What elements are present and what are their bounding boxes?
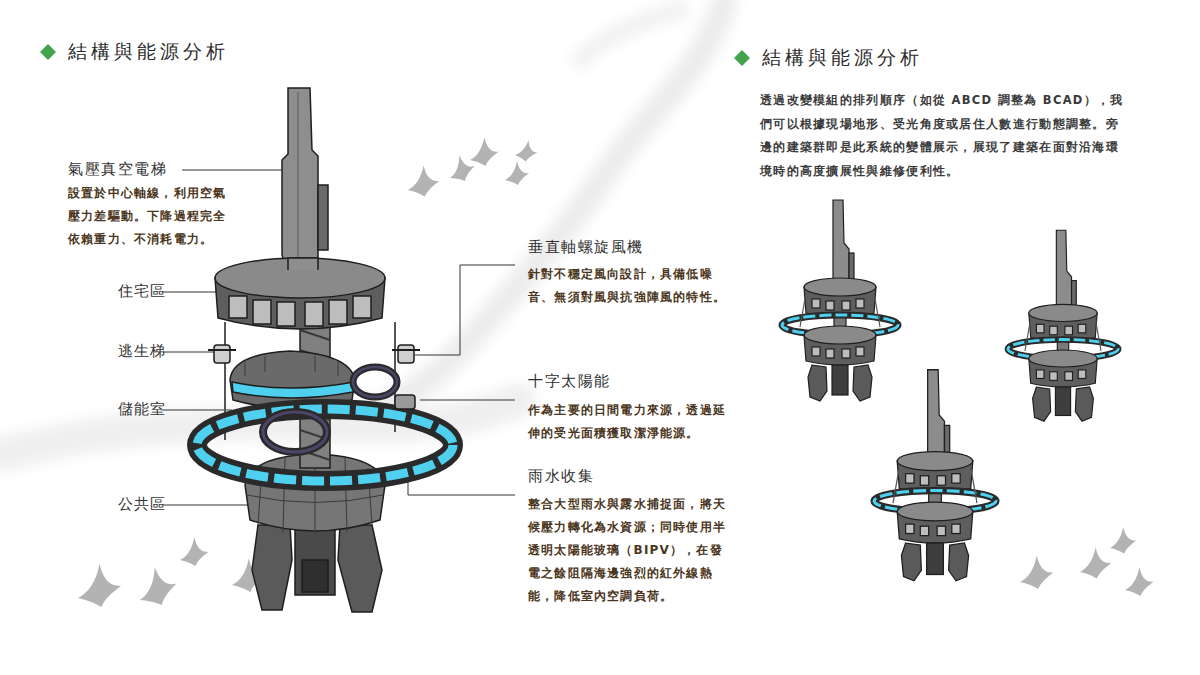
tower-illustration-part bbox=[252, 525, 292, 610]
title-marker-part bbox=[734, 50, 750, 66]
leader-line-part bbox=[420, 400, 515, 401]
tower-illustration-part bbox=[263, 412, 327, 452]
tower-illustration-part bbox=[318, 185, 328, 250]
tower-illustration-part bbox=[232, 382, 354, 398]
part-label: 住宅區 bbox=[118, 282, 166, 301]
bird-flock-part bbox=[78, 564, 121, 607]
variant-towers-part bbox=[1008, 230, 1118, 421]
variant-towers-part bbox=[874, 370, 996, 581]
bird-flock-part bbox=[1110, 527, 1136, 553]
section-title: 結構與能源分析 bbox=[68, 39, 229, 65]
tower-illustration-part bbox=[298, 92, 299, 270]
tower-illustration-part bbox=[245, 356, 338, 376]
bird-flock-part bbox=[136, 565, 179, 608]
bird-flock-part bbox=[180, 537, 209, 566]
callout-body: 整合大型雨水與露水捕捉面，將天候壓力轉化為水資源；同時使用半透明太陽能玻璃（BI… bbox=[528, 493, 730, 608]
tower-illustration-part bbox=[353, 367, 397, 397]
callout-heading: 十字太陽能 bbox=[528, 372, 611, 391]
tower-illustration-part bbox=[353, 296, 371, 318]
tower-illustration-part bbox=[253, 300, 271, 324]
callout-body: 針對不穩定風向設計，具備低噪音、無須對風與抗強陣風的特性。 bbox=[528, 263, 730, 309]
part-label: 逃生梯 bbox=[118, 342, 166, 361]
tower-illustration-part bbox=[208, 349, 236, 351]
leader-line-part bbox=[163, 410, 232, 411]
callout-heading: 氣壓真空電梯 bbox=[68, 160, 167, 179]
tower-illustration-part bbox=[229, 296, 247, 318]
variant-towers-part bbox=[782, 200, 898, 401]
title-marker-part bbox=[40, 44, 56, 60]
tower-illustration-part bbox=[215, 258, 385, 298]
brush-stroke-part bbox=[360, 0, 725, 420]
tower-illustration-part bbox=[398, 345, 414, 363]
tower-illustration-part bbox=[305, 302, 323, 326]
tower-illustration-part bbox=[288, 258, 318, 270]
bird-flock-part bbox=[446, 153, 477, 184]
callout-body: 作為主要的日間電力來源，透過延伸的受光面積獲取潔淨能源。 bbox=[528, 399, 730, 445]
leader-line-part bbox=[182, 170, 283, 171]
tower-illustration-part bbox=[302, 560, 328, 592]
tower-illustration-part bbox=[214, 345, 230, 363]
section-title: 結構與能源分析 bbox=[762, 45, 923, 71]
tower-illustration-part bbox=[282, 88, 318, 275]
callout-heading: 雨水收集 bbox=[528, 467, 594, 486]
brush-stroke-part bbox=[580, 10, 680, 60]
tower-illustration-part bbox=[353, 367, 397, 397]
bird-flock bbox=[78, 137, 1154, 608]
callout-heading: 垂直軸螺旋風機 bbox=[528, 238, 644, 257]
tower-illustration-part bbox=[197, 409, 453, 481]
bird-flock-part bbox=[505, 161, 529, 185]
tower-illustration-part bbox=[395, 395, 415, 409]
bird-flock-part bbox=[1080, 547, 1111, 578]
tower-illustration-part bbox=[338, 525, 382, 612]
tower-illustration-part bbox=[329, 300, 347, 324]
tower-illustration bbox=[197, 88, 453, 612]
tower-illustration-part bbox=[263, 412, 327, 452]
leader-line-part bbox=[163, 505, 250, 506]
description-paragraph: 透過改變模組的排列順序（如從 ABCD 調整為 BCAD），我們可以根據現場地形… bbox=[760, 89, 1124, 183]
callout-body: 設置於中心軸線，利用空氣壓力差驅動。下降過程完全依賴重力、不消耗電力。 bbox=[68, 182, 230, 251]
part-label: 公共區 bbox=[118, 495, 166, 514]
bird-flock-part bbox=[514, 138, 539, 163]
bird-flock-part bbox=[408, 165, 439, 196]
variant-towers bbox=[782, 200, 1118, 581]
tower-illustration-part bbox=[197, 409, 453, 481]
bird-flock-part bbox=[1020, 555, 1054, 589]
bird-flock-part bbox=[470, 137, 499, 166]
tower-illustration-part bbox=[392, 349, 420, 351]
leader-line-part bbox=[163, 292, 218, 293]
bird-flock-part bbox=[1125, 567, 1154, 596]
tower-illustration-part bbox=[277, 302, 295, 326]
brush-stroke bbox=[0, 0, 725, 455]
part-label: 儲能室 bbox=[118, 400, 166, 419]
leader-line-part bbox=[163, 352, 215, 353]
leader-line-part bbox=[415, 265, 515, 355]
